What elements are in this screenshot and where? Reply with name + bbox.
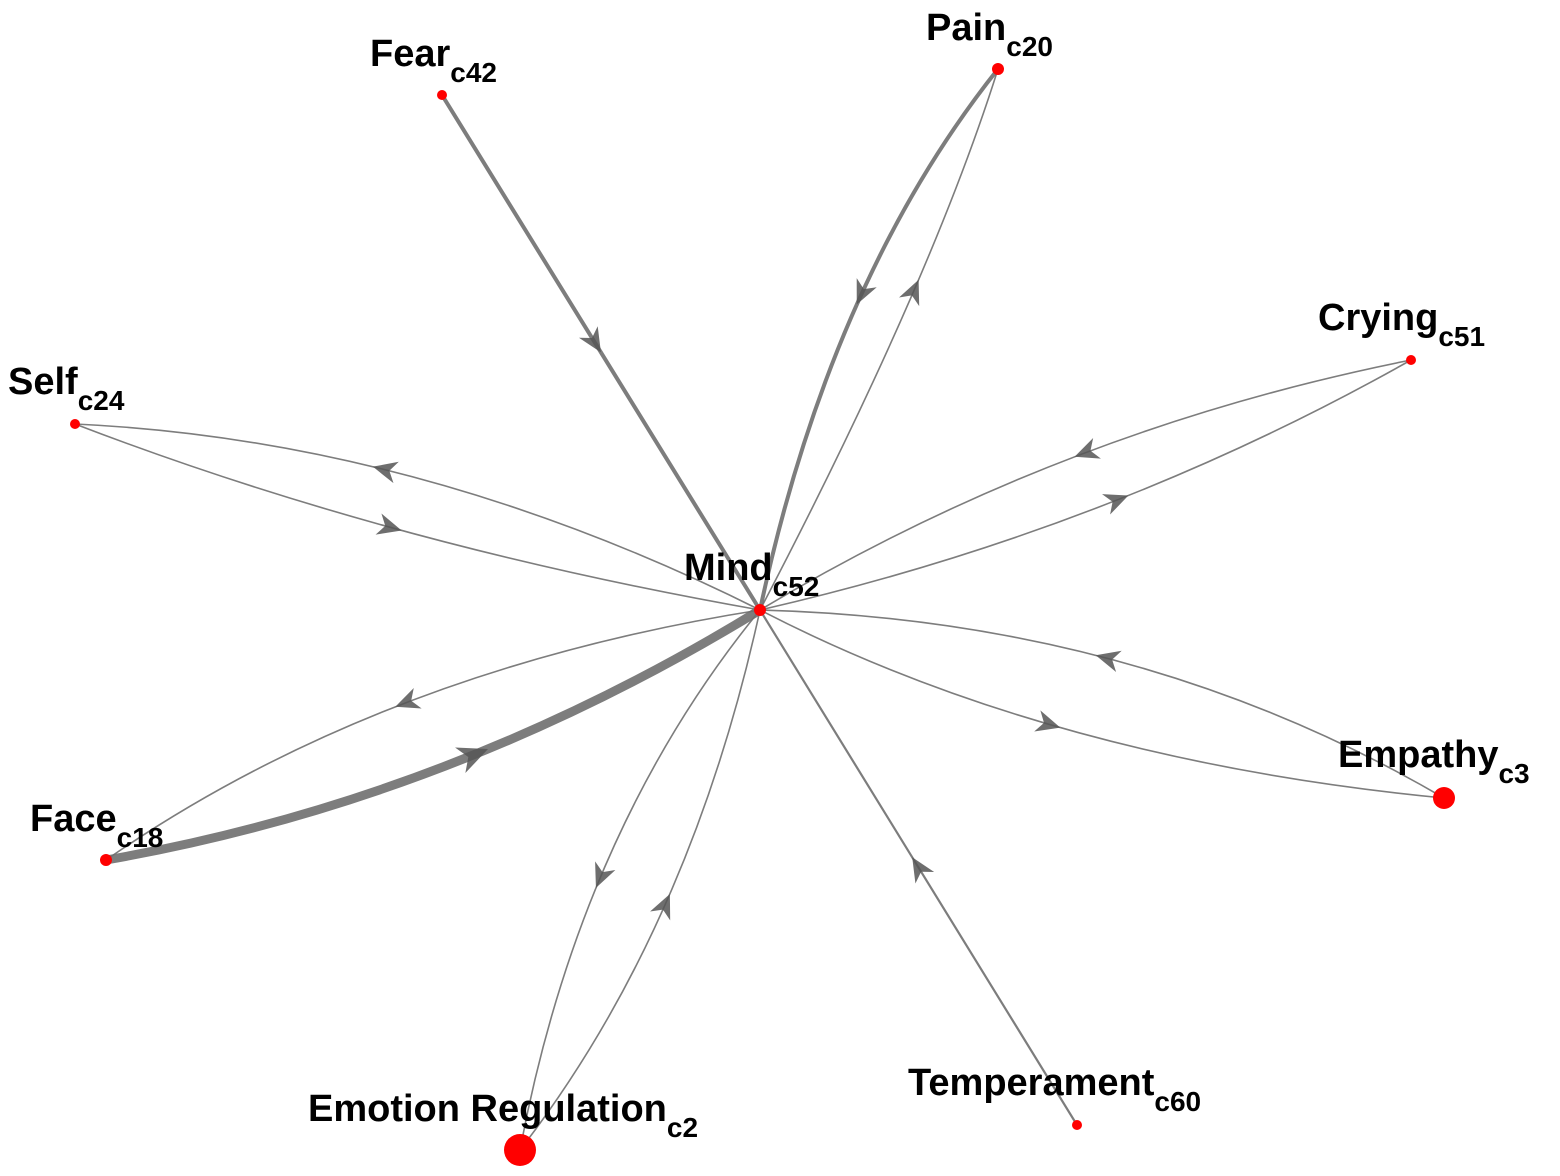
arrowhead-mind-to-crying-icon [1102, 494, 1129, 515]
node-mind[interactable] [754, 604, 766, 616]
arrowhead-mind-to-self-icon [372, 461, 399, 484]
node-name: Self [8, 361, 78, 403]
node-emotion-regulation[interactable] [504, 1134, 536, 1166]
edge-mind-to-emotion-regulation [519, 609, 761, 1151]
node-name: Empathy [1338, 734, 1498, 776]
arrowhead-mind-to-face-icon [395, 687, 422, 709]
arrowhead-fear-to-mind-icon [578, 326, 601, 353]
arrowhead-face-to-mind-icon [455, 747, 489, 774]
node-label-emotion-regulation: Emotion Regulationc2 [308, 1088, 698, 1143]
edge-face-to-mind [101, 605, 765, 865]
node-name: Emotion Regulation [308, 1088, 667, 1130]
node-temperament[interactable] [1072, 1120, 1082, 1130]
node-label-self: Selfc24 [8, 361, 125, 416]
node-code: c24 [78, 385, 125, 416]
arrowhead-pain-to-mind-icon [856, 278, 877, 305]
node-code: c3 [1498, 758, 1529, 789]
arrowhead-emotion-regulation-to-mind-icon [650, 894, 671, 921]
node-label-temperament: Temperamentc60 [908, 1062, 1201, 1117]
node-pain[interactable] [992, 63, 1004, 75]
node-label-pain: Painc20 [926, 7, 1053, 62]
node-label-empathy: Empathyc3 [1338, 734, 1530, 789]
arrowhead-empathy-to-mind-icon [1095, 650, 1122, 673]
arrowhead-mind-to-pain-icon [899, 279, 920, 307]
node-name: Mind [684, 547, 773, 589]
node-fear[interactable] [437, 90, 447, 100]
edge-pain-to-mind [758, 67, 1000, 612]
edges-layer [74, 67, 1445, 1151]
edge-crying-to-mind [759, 359, 1412, 611]
node-self[interactable] [70, 419, 80, 429]
node-code: c2 [667, 1112, 698, 1143]
edge-mind-to-self [74, 423, 761, 611]
edge-mind-to-face [105, 609, 761, 861]
node-code: c20 [1006, 31, 1053, 62]
arrowhead-self-to-mind-icon [375, 513, 402, 535]
edge-mind-to-pain [759, 68, 999, 611]
edge-fear-to-mind [440, 93, 762, 612]
node-crying[interactable] [1406, 355, 1416, 365]
labels-layer: Mindc52 Painc20 Fearc42Cryingc51Selfc24Emp… [8, 7, 1530, 1143]
node-code: c18 [117, 822, 164, 853]
node-code: c51 [1438, 321, 1485, 352]
node-empathy[interactable] [1433, 787, 1455, 809]
node-label-fear: Fearc42 [370, 33, 497, 88]
node-code: c52 [773, 571, 820, 602]
arrowhead-crying-to-mind-icon [1074, 438, 1101, 459]
arrowhead-mind-to-empathy-icon [1034, 710, 1061, 732]
node-face[interactable] [100, 854, 112, 866]
edge-mind-to-empathy [759, 609, 1445, 799]
nodes-layer [70, 63, 1455, 1166]
edge-emotion-regulation-to-mind [519, 609, 761, 1151]
edge-mind-to-crying [759, 359, 1412, 611]
arrowhead-temperament-to-mind-icon [912, 857, 935, 884]
node-label-face: Facec18 [30, 798, 163, 853]
node-name: Pain [926, 7, 1006, 49]
edge-empathy-to-mind [759, 609, 1445, 799]
node-label-mind: Mindc52 [684, 547, 819, 602]
node-label-crying: Cryingc51 [1318, 297, 1485, 352]
edge-self-to-mind [74, 423, 761, 611]
node-name: Temperament [908, 1062, 1155, 1104]
arrowhead-mind-to-emotion-regulation-icon [595, 861, 616, 888]
node-code: c42 [450, 57, 497, 88]
node-code: c60 [1154, 1086, 1201, 1117]
node-name: Face [30, 798, 117, 840]
node-name: Fear [370, 33, 450, 75]
node-name: Crying [1318, 297, 1438, 339]
